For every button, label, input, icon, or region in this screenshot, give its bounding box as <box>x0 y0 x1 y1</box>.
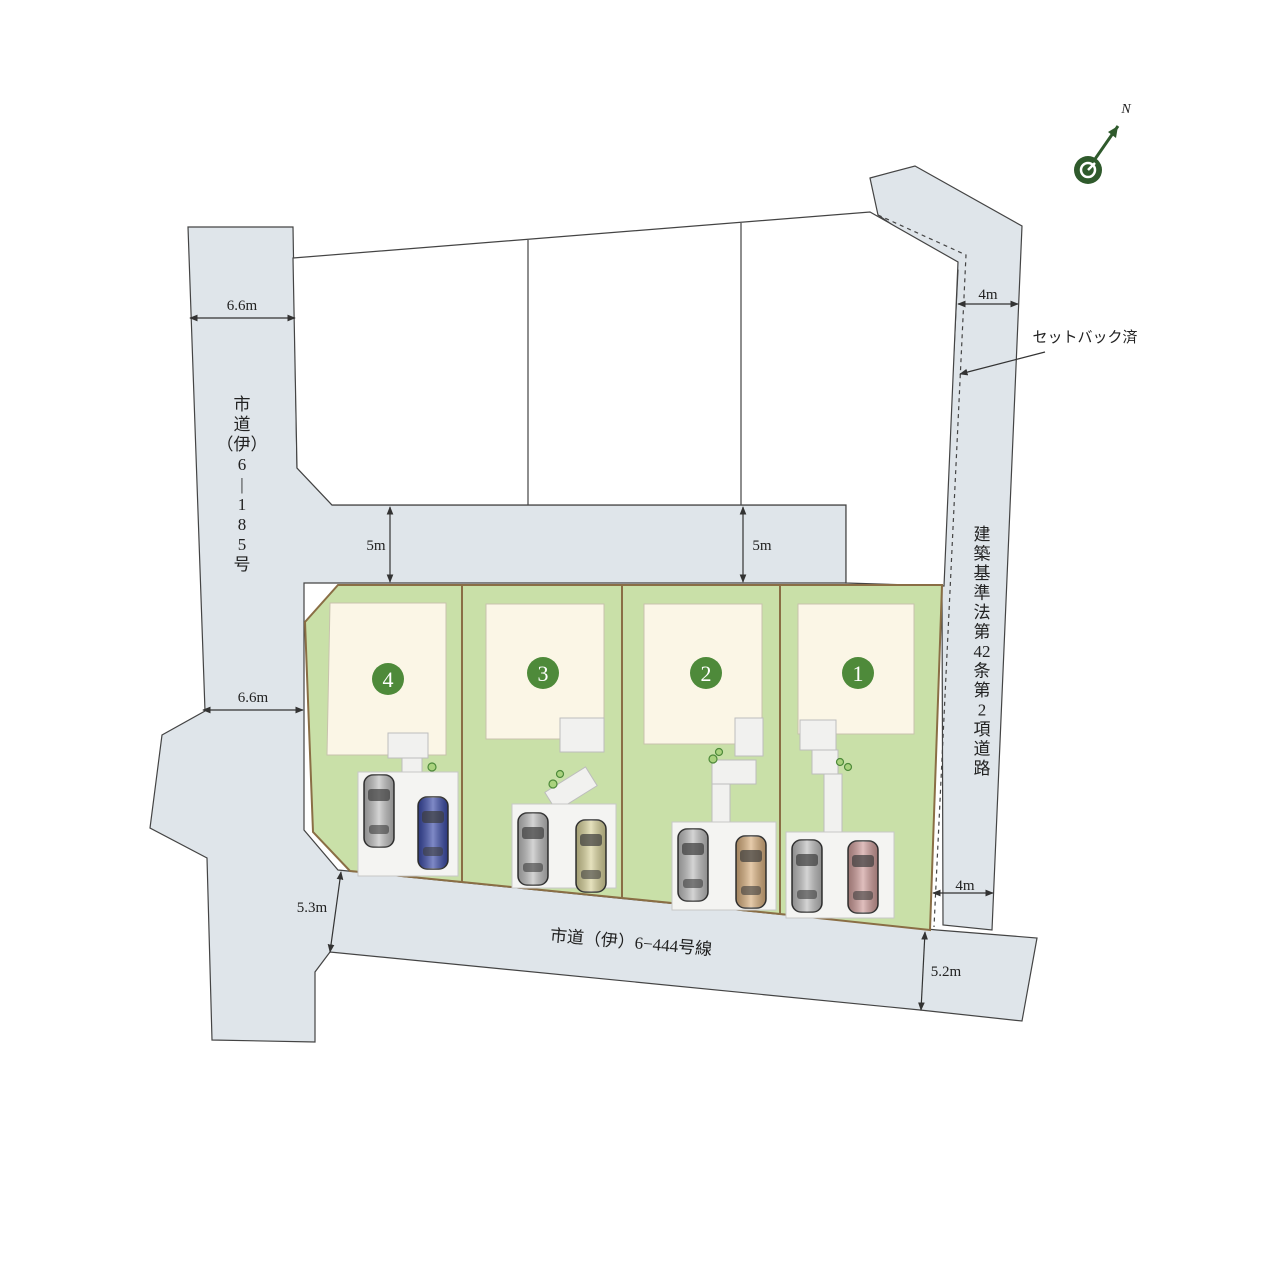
south-road-width-right: 5.2m <box>931 964 962 980</box>
cars <box>363 774 879 914</box>
lot-badges: 4 3 2 1 <box>372 657 874 695</box>
west-road-name-char: | <box>240 475 243 494</box>
car-gray-icon <box>363 774 395 848</box>
compass: N <box>1074 102 1131 184</box>
lot-3-number: 3 <box>538 661 549 686</box>
east-road-name-char: 準 <box>974 584 991 603</box>
shrubs <box>427 747 853 789</box>
west-road-name-char: 号 <box>234 555 251 574</box>
west-road-width-top: 6.6m <box>227 298 258 314</box>
lot-2-badge: 2 <box>690 657 722 689</box>
car-tan-icon <box>735 835 767 909</box>
east-road-name-char: 第 <box>974 623 991 642</box>
car-gray-icon <box>677 828 709 902</box>
east-road-name-char: 第 <box>974 681 991 700</box>
dimension-arrows <box>189 300 1046 1011</box>
car-olive-icon <box>575 819 607 893</box>
west-road-name-char: 市 <box>234 395 251 414</box>
west-road-name-char: 8 <box>238 515 247 534</box>
east-road-name-char: 条 <box>974 662 991 681</box>
lot-4-badge: 4 <box>372 663 404 695</box>
east-road-name-char: 建 <box>974 525 991 544</box>
east-road-width-top: 4m <box>978 287 998 303</box>
dimension-labels: 6.6m 6.6m 5m 5m 4m 4m 5.3m 5.2m セットバック済 <box>227 287 1138 980</box>
west-road-name-char: 5 <box>238 535 247 554</box>
west-road-name-char: 1 <box>238 495 247 514</box>
east-road-name-char: 基 <box>974 564 991 583</box>
west-road-name-char: 6 <box>238 455 247 474</box>
east-road-name-char: 路 <box>974 759 991 778</box>
lot-4-number: 4 <box>383 667 394 692</box>
east-road-name-char: 道 <box>974 740 991 759</box>
east-road-name-char: 2 <box>978 701 987 720</box>
setback-dim-right: 5m <box>752 538 772 554</box>
east-road-name-char: 項 <box>974 720 991 739</box>
west-road-name-char: 道 <box>234 415 251 434</box>
setback-dim-left: 5m <box>366 538 386 554</box>
car-gray-icon <box>791 839 823 913</box>
west-road-width-mid: 6.6m <box>238 690 269 706</box>
setback-done-label: セットバック済 <box>1032 329 1137 346</box>
east-road-name-char: 築 <box>974 545 991 564</box>
east-road-width-bottom: 4m <box>955 878 975 894</box>
south-road-width-left: 5.3m <box>297 900 328 916</box>
setback-line <box>877 214 967 928</box>
west-road-name-char: （伊） <box>217 435 268 454</box>
compass-north-icon <box>1074 125 1120 184</box>
compass-north-label: N <box>1120 102 1131 117</box>
east-road-name-char: 法 <box>974 603 991 622</box>
lot-1-number: 1 <box>853 661 864 686</box>
neighbor-plots <box>292 211 959 587</box>
lot-1-badge: 1 <box>842 657 874 689</box>
car-rose-icon <box>847 840 879 914</box>
car-gray-icon <box>517 812 549 886</box>
lot-3-badge: 3 <box>527 657 559 689</box>
east-road-name-char: 42 <box>974 642 991 661</box>
car-blue-icon <box>417 796 449 870</box>
lot-2-number: 2 <box>701 661 712 686</box>
